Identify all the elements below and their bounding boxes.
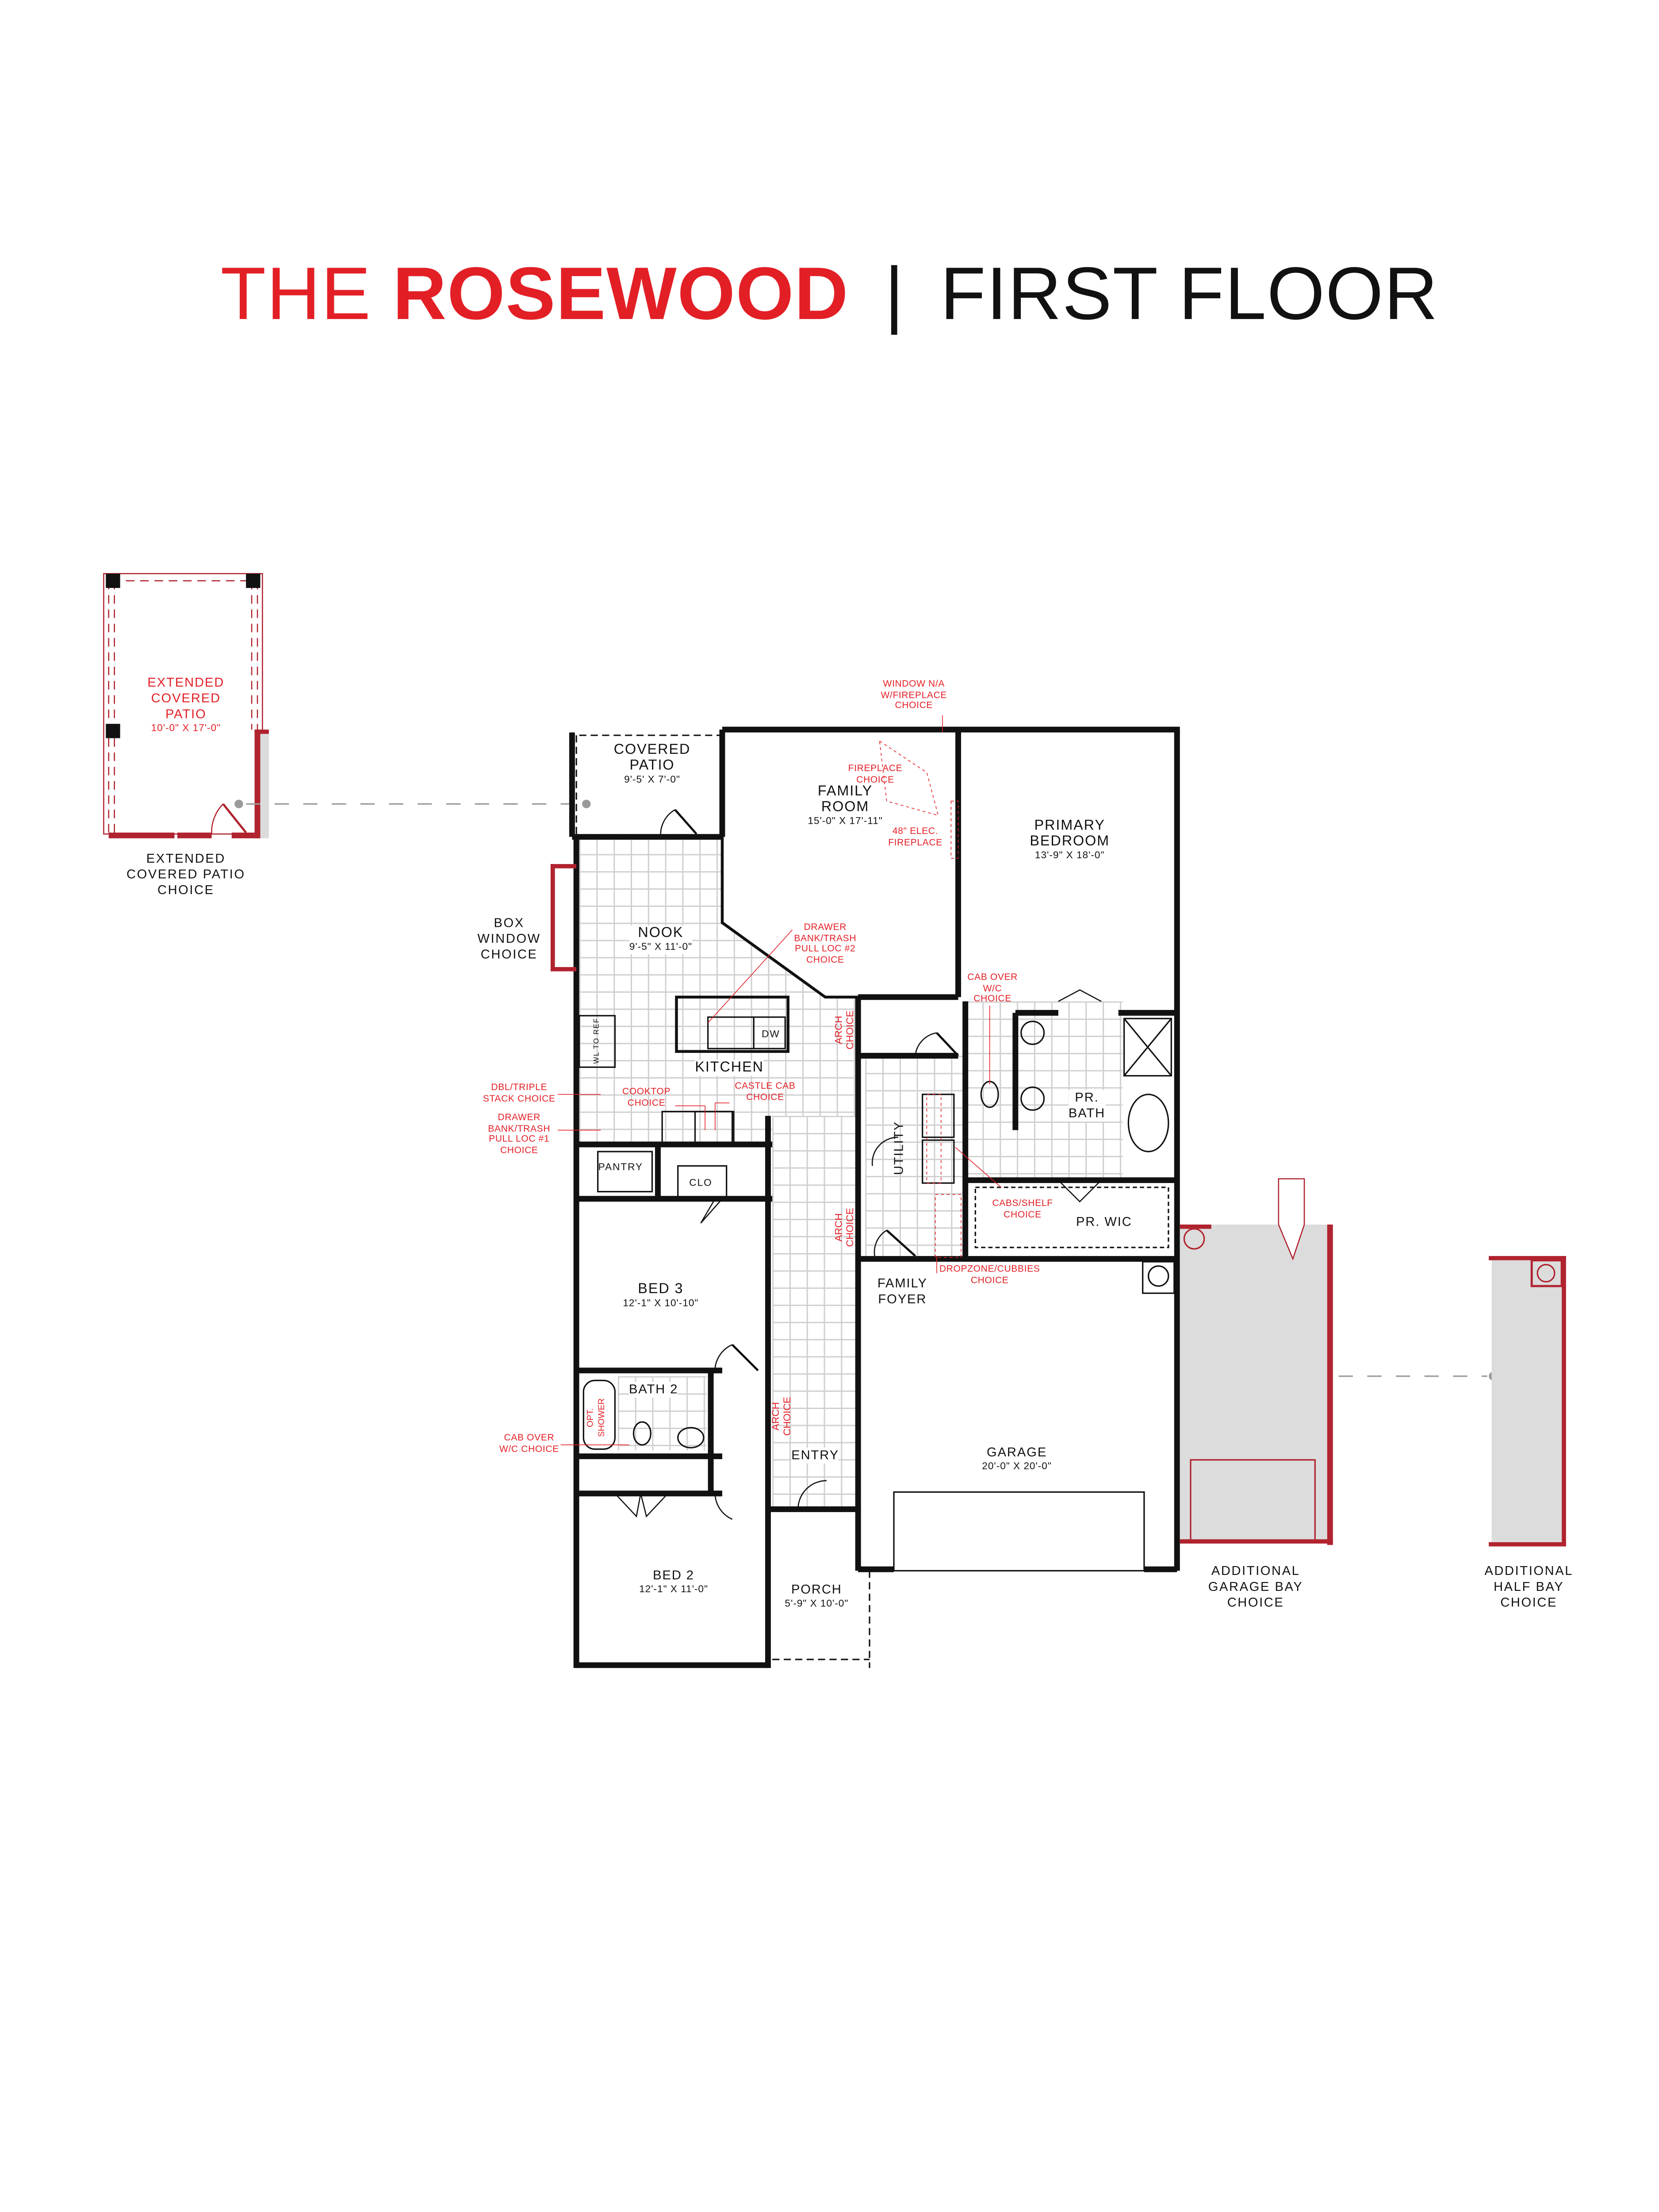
note-dropzone: DROPZONE/CUBBIES CHOICE (939, 1264, 1040, 1286)
extended-patio-dims: 10'-0" X 17'-0" (151, 724, 221, 734)
note-drawer-bank-1: DRAWER BANK/TRASH PULL LOC #1 CHOICE (488, 1113, 551, 1156)
note-dbl-triple-stack: DBL/TRIPLE STACK CHOICE (483, 1083, 556, 1104)
room-primary-bedroom: PRIMARY BEDROOM 13'-9" X 18'-0" (1030, 818, 1110, 861)
page-title: THE ROSEWOOD | FIRST FLOOR (0, 252, 1659, 338)
room-primary-bath: PR. BATH (1068, 1090, 1106, 1122)
extended-patio-outline (103, 573, 269, 838)
room-primary-wic: PR. WIC (1076, 1214, 1132, 1229)
hall-floor (772, 1116, 858, 1509)
room-bath-2: BATH 2 (629, 1382, 678, 1398)
room-bed-2: BED 2 12'-1" X 11'-0" (639, 1568, 708, 1595)
note-cab-over-wc-primary: CAB OVER W/C CHOICE (967, 972, 1018, 1004)
dishwasher-label: DW (762, 1030, 780, 1040)
room-garage: GARAGE 20'-0" X 20'-0" (982, 1444, 1052, 1472)
note-drawer-bank-2: DRAWER BANK/TRASH PULL LOC #2 CHOICE (794, 922, 857, 965)
room-entry: ENTRY (791, 1448, 839, 1463)
note-cooktop: COOKTOP CHOICE (622, 1087, 671, 1108)
utility-floor (865, 1056, 966, 1259)
room-kitchen: KITCHEN (695, 1060, 764, 1076)
extended-patio-caption: EXTENDED COVERED PATIO CHOICE (126, 851, 245, 897)
room-porch: PORCH 5'-9" X 10'-0" (785, 1582, 849, 1609)
box-window-side (550, 864, 555, 970)
box-window-bottom (550, 967, 577, 972)
note-elec-fireplace: 48" ELEC. FIREPLACE (888, 827, 943, 848)
garage-bay-top-wall (1180, 1224, 1211, 1229)
extended-patio-label: EXTENDED COVERED PATIO 10'-0" X 17'-0" (147, 675, 224, 735)
additional-garage-bay-caption: ADDITIONAL GARAGE BAY CHOICE (1208, 1563, 1303, 1609)
note-cabs-shelf: CABS/SHELF CHOICE (992, 1198, 1053, 1220)
title-floor: FIRST FLOOR (940, 253, 1439, 336)
additional-garage-bay-option (1180, 1224, 1330, 1542)
title-prefix: THE (220, 253, 372, 336)
room-nook: NOOK 9'-5" X 11'-0" (629, 926, 693, 954)
additional-half-bay-caption: ADDITIONAL HALF BAY CHOICE (1484, 1563, 1573, 1609)
note-window-na: WINDOW N/A W/FIREPLACE CHOICE (881, 679, 947, 711)
room-family-foyer: FAMILY FOYER (877, 1276, 927, 1306)
title-separator: | (884, 253, 905, 336)
room-closet: CLO (689, 1179, 713, 1189)
box-window-option (550, 864, 577, 868)
room-covered-patio: COVERED PATIO 9'-5' X 7'-0" (613, 742, 691, 786)
box-window-caption: BOX WINDOW CHOICE (477, 915, 541, 961)
garage-bay-door (1190, 1459, 1316, 1542)
room-family-room: FAMILY ROOM 15'-0" X 17'-11" (808, 784, 883, 827)
garage-bay-right-wall (1327, 1224, 1333, 1545)
room-bed-3: BED 3 12'-1" X 10'-10" (623, 1282, 699, 1309)
room-pantry: PANTRY (598, 1163, 644, 1173)
title-plan-name: ROSEWOOD (393, 253, 849, 336)
note-cab-over-wc-bath2: CAB OVER W/C CHOICE (499, 1433, 559, 1454)
extended-patio-option: EXTENDED COVERED PATIO 10'-0" X 17'-0" (103, 569, 269, 841)
note-castle-cab: CASTLE CAB CHOICE (735, 1081, 796, 1102)
